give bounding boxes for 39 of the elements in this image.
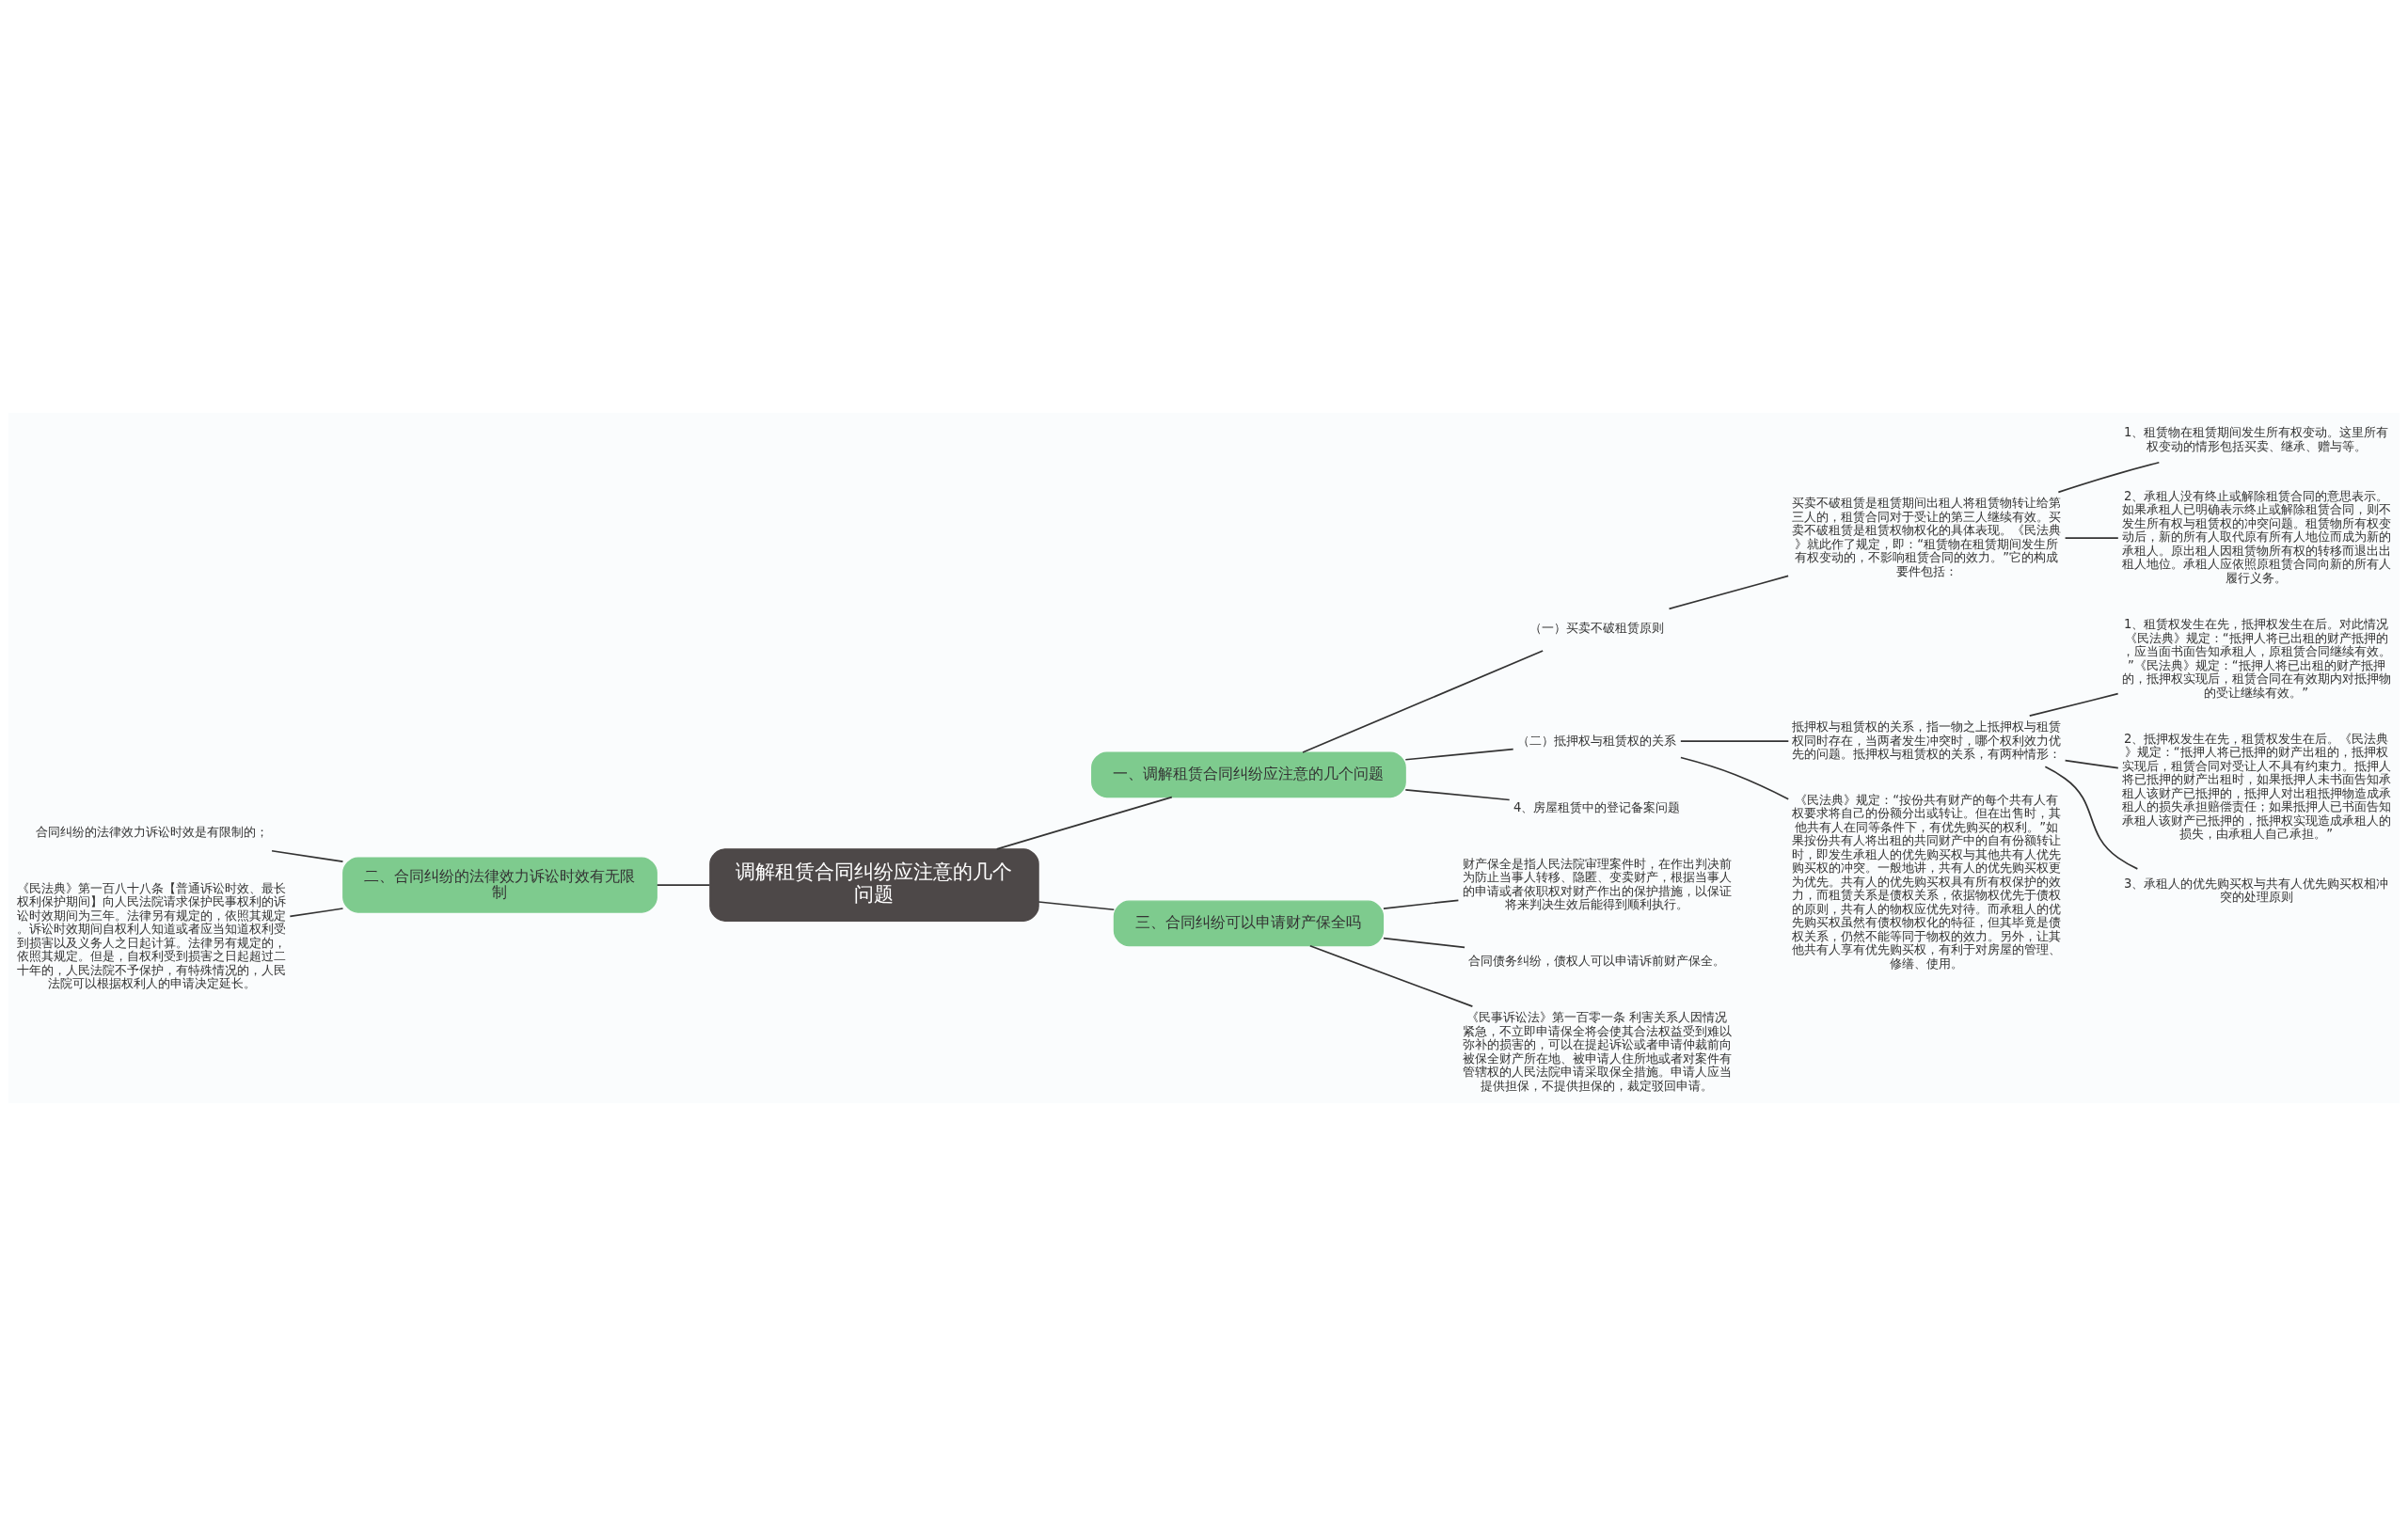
node-text: 1、租赁物在租赁期间发生所有权变动。这里所有权变动的情形包括买卖、继承、赠与等。	[2124, 425, 2389, 453]
connector	[2057, 461, 2161, 494]
node-text: 买卖不破租赁是租赁期间出租人将租赁物转让给第三人的，租赁合同对于受让的第三人继续有效。买卖不破租赁是租赁权物权化的具体表现。《民法典》就此作了规定，即：“租赁物在租赁期间发生所有权变动的，不影响租赁合同的效力。”它的构成要件包括：	[1792, 496, 2062, 578]
node-text: 4、房屋租赁中的登记备案问题	[1513, 799, 1681, 814]
node-box: 三、合同纠纷可以申请财产保全吗	[1113, 900, 1385, 947]
connector	[2028, 692, 2119, 718]
node-box: 调解租赁合同纠纷应注意的几个问题	[709, 848, 1039, 922]
connector	[289, 908, 344, 918]
connector	[1404, 748, 1514, 761]
node-text: 抵押权与租赁权的关系，指一物之上抵押权与租赁权同时存在，当两者发生冲突时，哪个权利效力优先的问题。抵押权与租赁权的关系，有两种情形：	[1792, 719, 2062, 761]
connector	[271, 849, 344, 862]
connector	[1383, 937, 1465, 949]
node-text: 《民法典》规定：“按份共有财产的每个共有人有权要求将自己的份额分出或转让。但在出售时，其他共有人在同等条件下，有优先购买的权利。”如果按份共有人将出租的共同财产中的自有份额转让时，即发生承租人的优先购买权与其他共有人优先购买权的冲突。一般地讲，共有人的优先购买权更为优先。共有人的优先购买权具有所有权保护的效力，而租赁关系是债权关系，依据物权优先于债权的原则，共有人的物权应优先对待。而承租人的优先购买权虽然有债权物权化的特征，但其毕竟是债权关系，仍然不能等同于物权的效力。另外，让其他共有人享有优先购买权，有利于对房屋的管理、修缮、使用。	[1792, 792, 2062, 971]
node-text: 1、租赁权发生在先，抵押权发生在后。对此情况《民法典》规定：“抵押人将已出租的财产抵押的，应当面书面告知承租人，原租赁合同继续有效。”《民法典》规定：“抵押人将已出租的财产抵押的，抵押权实现后，租赁合同在有效期内对抵押物的受让继续有效。”	[2121, 617, 2391, 700]
connector	[1668, 575, 1789, 610]
connector	[1383, 899, 1460, 909]
connector	[1404, 788, 1511, 801]
connector	[1680, 756, 1790, 800]
connector	[2064, 759, 2119, 769]
connector	[1680, 740, 1790, 743]
node-box: 一、调解租赁合同纠纷应注意的几个问题	[1091, 751, 1406, 798]
connector	[2044, 766, 2139, 870]
connector	[995, 796, 1173, 850]
node-text: 2、承租人没有终止或解除租赁合同的意思表示。如果承租人已明确表示终止或解除租赁合同，则不发生所有权与租赁权的冲突问题。租赁物所有权变动后，新的所有人取代原有所有人地位而成为新的承租人。原出租人因租赁物所有权的转移而退出出租人地位。承租人应依照原租赁合同向新的所有人履行义务。	[2121, 488, 2391, 585]
node-text: （二）抵押权与租赁权的关系	[1517, 733, 1677, 748]
node-text: 《民法典》第一百八十八条【普通诉讼时效、最长权利保护期间】向人民法院请求保护民事权利的诉讼时效期间为三年。法律另有规定的，依照其规定。诉讼时效期间自权利人知道或者应当知道权利受到损害以及义务人之日起计算。法律另有规定的，依照其规定。但是，自权利受到损害之日起超过二十年的，人民法院不予保护，有特殊情况的，人民法院可以根据权利人的申请决定延长。	[17, 880, 287, 991]
node-text: 合同债务纠纷，债权人可以申请诉前财产保全。	[1468, 954, 1726, 969]
node-text: 3、承租人的优先购买权与共有人优先购买权相冲突的处理原则	[2124, 876, 2389, 905]
connector	[2064, 537, 2119, 539]
connector	[1308, 944, 1474, 1007]
node-text: 2、抵押权发生在先，租赁权发生在后。《民法典》规定：“抵押人将已抵押的财产出租的，抵押权实现后，租赁合同对受让人不具有约束力。抵押人将已抵押的财产出租时，如果抵押人未书面告知承租人该财产已抵押的，抵押人对出租抵押物造成承租人的损失承担赔偿责任；如果抵押人已书面告知承租人该财产已抵押的，抵押权实现造成承租人的损失，由承租人自己承担。”	[2121, 731, 2391, 841]
connector	[1302, 650, 1545, 753]
node-text: 合同纠纷的法律效力诉讼时效是有限制的；	[35, 825, 268, 840]
node-box: 二、合同纠纷的法律效力诉讼时效有无限制	[342, 857, 657, 913]
node-text: 《民事诉讼法》第一百零一条 利害关系人因情况紧急，不立即申请保全将会使其合法权益受到难以弥补的损害的，可以在提起诉讼或者申请仲裁前向被保全财产所在地、被申请人住所地或者对案件有管辖权的人民法院申请采取保全措施。申请人应当提供担保，不提供担保的，裁定驳回申请。	[1462, 1010, 1732, 1093]
connector	[1038, 901, 1116, 911]
connector	[656, 884, 711, 886]
node-text: （一）买卖不破租赁原则	[1529, 620, 1665, 635]
node-text: 财产保全是指人民法院审理案件时，在作出判决前为防止当事人转移、隐匿、变卖财产，根据当事人的申请或者依职权对财产作出的保护措施，以保证将来判决生效后能得到顺利执行。	[1462, 856, 1732, 912]
